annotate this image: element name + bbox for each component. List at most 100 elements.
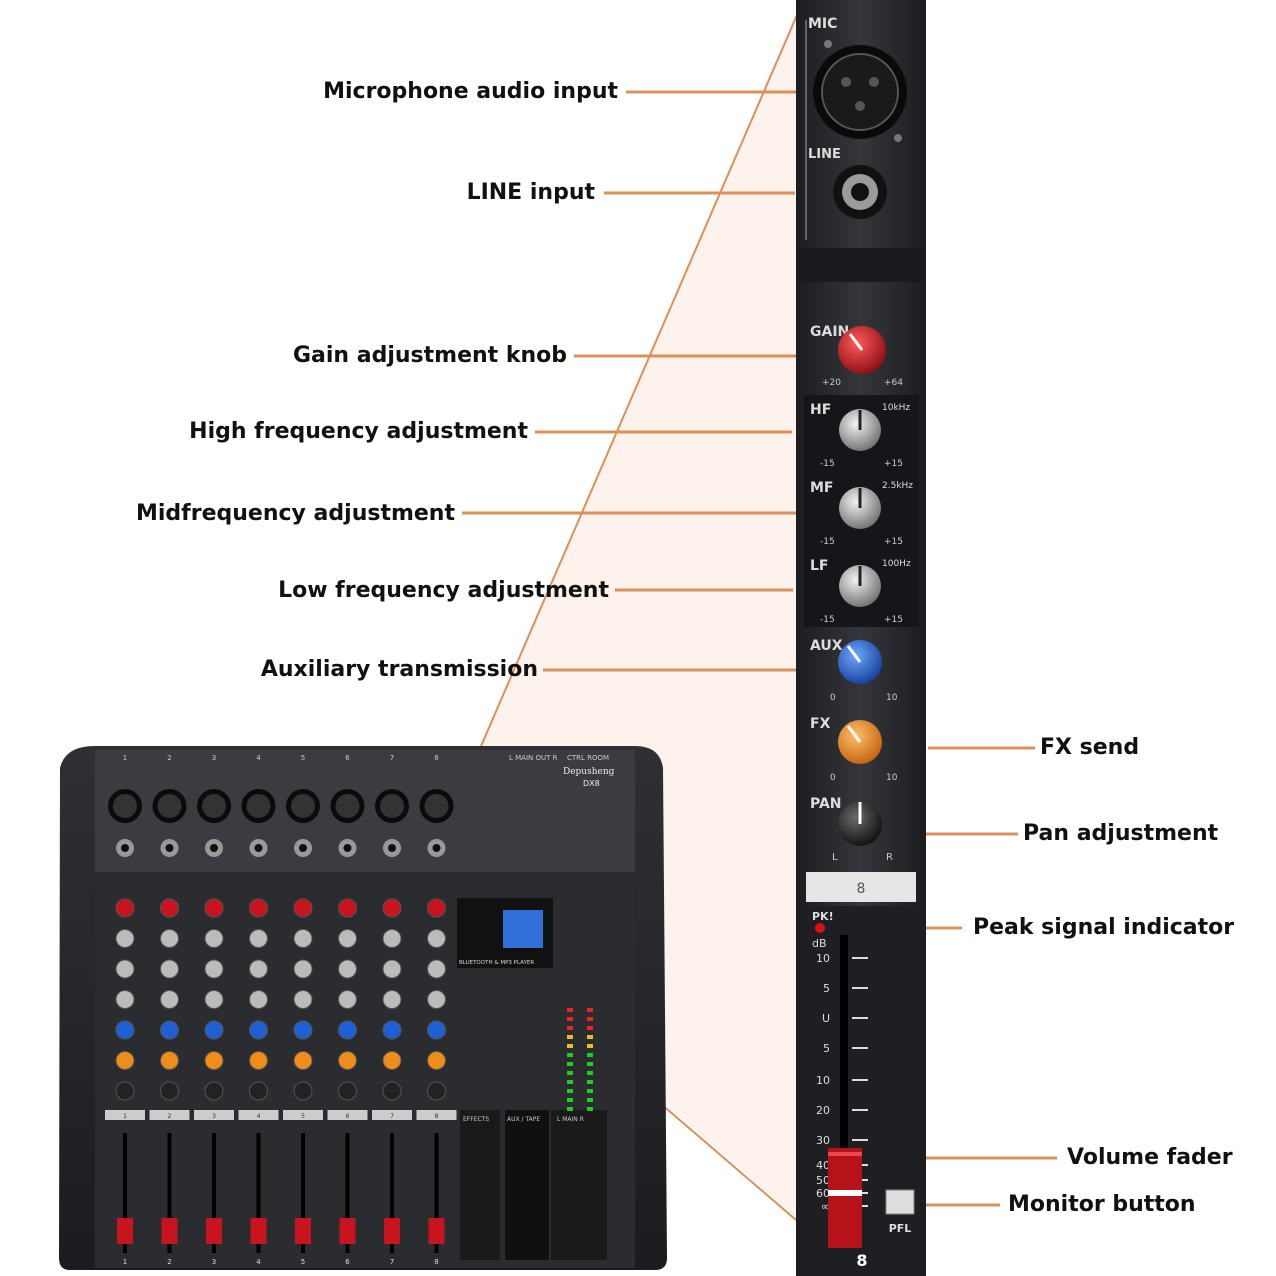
meter-led xyxy=(587,1107,593,1111)
channel-knob[interactable] xyxy=(249,1051,268,1070)
meter-led xyxy=(567,1098,573,1102)
channel-knob[interactable] xyxy=(204,898,224,918)
channel-knob[interactable] xyxy=(160,1051,179,1070)
channel-knob[interactable] xyxy=(160,990,179,1009)
channel-knob[interactable] xyxy=(115,1051,135,1070)
aux-knob[interactable] xyxy=(838,640,882,684)
channel-knob[interactable] xyxy=(204,1020,224,1040)
channel-knob[interactable] xyxy=(293,990,313,1009)
xlr-jack[interactable] xyxy=(813,40,907,142)
channel-knob[interactable] xyxy=(427,959,446,979)
strip-pan-label: PAN xyxy=(810,796,842,812)
channel-knob[interactable] xyxy=(115,990,135,1009)
channel-knob[interactable] xyxy=(160,959,179,979)
channel-knob[interactable] xyxy=(382,898,402,918)
channel-knob[interactable] xyxy=(382,1051,402,1070)
channel-fader-cap[interactable] xyxy=(117,1218,133,1244)
channel-knob[interactable] xyxy=(338,1020,357,1040)
channel-top-number: 3 xyxy=(212,754,216,762)
channel-knob[interactable] xyxy=(249,898,268,918)
channel-knob[interactable] xyxy=(338,898,357,918)
channel-knob[interactable] xyxy=(382,929,402,948)
lf-knob[interactable] xyxy=(839,565,881,607)
gain-knob[interactable] xyxy=(838,326,886,374)
channel-knob[interactable] xyxy=(160,1081,179,1101)
channel-knob[interactable] xyxy=(115,1020,135,1040)
meter-led xyxy=(567,1026,573,1030)
aux-max-label: 10 xyxy=(886,693,898,703)
channel-knob[interactable] xyxy=(204,990,224,1009)
channel-knob[interactable] xyxy=(427,1051,446,1070)
channel-fader-cap[interactable] xyxy=(295,1218,311,1244)
channel-knob[interactable] xyxy=(427,990,446,1009)
meter-led xyxy=(587,1026,593,1030)
channel-knob[interactable] xyxy=(293,929,313,948)
lf-freq-label: 100Hz xyxy=(882,559,911,569)
channel-knob[interactable] xyxy=(115,898,135,918)
channel-knob[interactable] xyxy=(160,1020,179,1040)
pfl-button[interactable] xyxy=(885,1189,915,1215)
channel-line-jack-hole xyxy=(165,844,174,852)
fx-knob[interactable] xyxy=(838,720,882,764)
brand-label: Depusheng xyxy=(563,767,615,777)
channel-fader-cap[interactable] xyxy=(161,1218,178,1244)
channel-bottom-number: 2 xyxy=(167,1258,171,1266)
strip-fx-label: FX xyxy=(810,716,831,732)
channel-knob[interactable] xyxy=(427,1081,446,1101)
channel-knob[interactable] xyxy=(338,959,357,979)
channel-knob[interactable] xyxy=(382,1081,402,1101)
mf-knob[interactable] xyxy=(839,487,881,529)
channel-knob[interactable] xyxy=(249,929,268,948)
channel-knob[interactable] xyxy=(427,1020,446,1040)
channel-knob[interactable] xyxy=(204,1081,224,1101)
channel-knob[interactable] xyxy=(249,1081,268,1101)
fader-cap[interactable] xyxy=(828,1148,862,1248)
channel-knob[interactable] xyxy=(338,1051,357,1070)
channel-knob[interactable] xyxy=(249,990,268,1009)
channel-knob[interactable] xyxy=(338,990,357,1009)
channel-knob[interactable] xyxy=(160,898,179,918)
channel-knob[interactable] xyxy=(115,1081,135,1101)
channel-knob[interactable] xyxy=(249,1020,268,1040)
aux-tape-area xyxy=(505,1110,549,1260)
channel-knob[interactable] xyxy=(293,1081,313,1101)
channel-knob[interactable] xyxy=(293,898,313,918)
channel-knob[interactable] xyxy=(382,990,402,1009)
channel-knob[interactable] xyxy=(338,1081,357,1101)
channel-fader-cap[interactable] xyxy=(384,1218,400,1244)
channel-fader-slot xyxy=(434,1133,439,1253)
pan-knob[interactable] xyxy=(838,802,882,846)
channel-fader-cap[interactable] xyxy=(428,1218,445,1244)
label-volume-fader: Volume fader xyxy=(1067,1145,1233,1170)
channel-knob[interactable] xyxy=(427,929,446,948)
channel-fader-cap[interactable] xyxy=(339,1218,356,1244)
channel-knob[interactable] xyxy=(249,959,268,979)
channel-knob[interactable] xyxy=(204,929,224,948)
channel-knob[interactable] xyxy=(293,959,313,979)
channel-top-number: 7 xyxy=(390,754,394,762)
mf-min-label: -15 xyxy=(820,537,835,547)
meter-led xyxy=(567,1089,573,1093)
label-fx-send: FX send xyxy=(1040,735,1140,760)
hf-knob[interactable] xyxy=(839,409,881,451)
channel-xlr-inner xyxy=(113,794,137,818)
channel-knob[interactable] xyxy=(115,959,135,979)
channel-knob[interactable] xyxy=(382,1020,402,1040)
channel-knob[interactable] xyxy=(338,929,357,948)
channel-label-strip xyxy=(149,1110,190,1120)
channel-fader-cap[interactable] xyxy=(250,1218,267,1244)
channel-bottom-number: 1 xyxy=(123,1258,127,1266)
channel-knob[interactable] xyxy=(293,1051,313,1070)
panel-gap xyxy=(796,248,926,282)
channel-knob[interactable] xyxy=(204,959,224,979)
channel-knob[interactable] xyxy=(160,929,179,948)
channel-knob[interactable] xyxy=(293,1020,313,1040)
channel-knob[interactable] xyxy=(115,929,135,948)
fader-slot xyxy=(840,935,848,1235)
channel-knob[interactable] xyxy=(204,1051,224,1070)
pan-l-label: L xyxy=(832,852,838,863)
channel-knob[interactable] xyxy=(382,959,402,979)
channel-knob[interactable] xyxy=(427,898,446,918)
channel-fader-cap[interactable] xyxy=(206,1218,222,1244)
line-jack[interactable] xyxy=(833,165,887,219)
